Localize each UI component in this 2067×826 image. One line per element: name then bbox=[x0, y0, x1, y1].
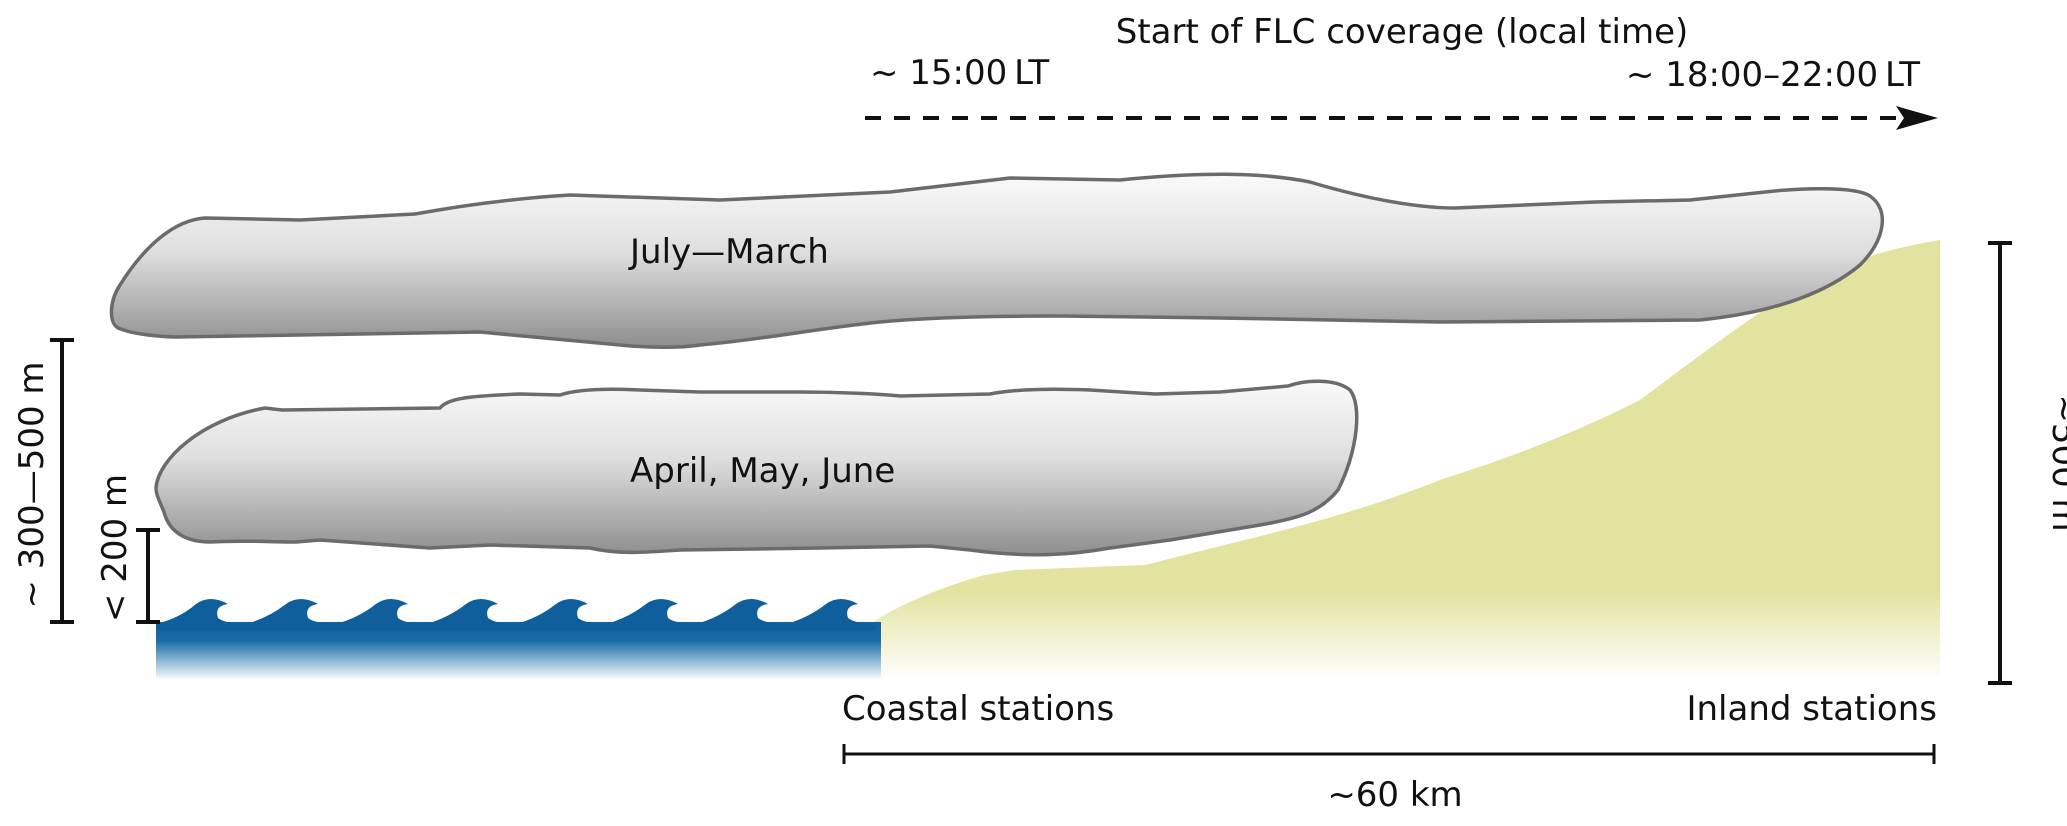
left-height-scale-total bbox=[50, 338, 74, 624]
inland-stations-label: Inland stations bbox=[1686, 689, 1937, 729]
sea-body bbox=[156, 622, 881, 680]
right-height-label: ~500 m bbox=[2044, 394, 2067, 531]
cloud-lower-label: April, May, June bbox=[630, 451, 895, 491]
sea bbox=[156, 599, 881, 680]
diagram-title: Start of FLC coverage (local time) bbox=[1116, 12, 1689, 52]
cloud-upper-label: July—March bbox=[628, 232, 829, 272]
cloud-april-may-june bbox=[154, 379, 1359, 557]
left-height-total-label: ~ 300—500 m bbox=[12, 361, 52, 608]
sea-waves bbox=[156, 599, 876, 630]
land-terrain bbox=[843, 240, 1940, 680]
cloud-july-march bbox=[109, 172, 1885, 349]
left-height-low-label: < 200 m bbox=[95, 474, 135, 622]
distance-scale bbox=[842, 744, 1936, 764]
time-start-label: ~ 15:00 LT bbox=[870, 53, 1049, 93]
coastal-stations-label: Coastal stations bbox=[842, 689, 1114, 729]
distance-label: ~60 km bbox=[1327, 775, 1462, 815]
left-height-scale-low bbox=[136, 528, 160, 624]
time-arrow-head bbox=[1896, 106, 1938, 130]
time-end-label: ~ 18:00–22:00 LT bbox=[1626, 55, 1920, 95]
right-height-scale bbox=[1988, 241, 2012, 685]
